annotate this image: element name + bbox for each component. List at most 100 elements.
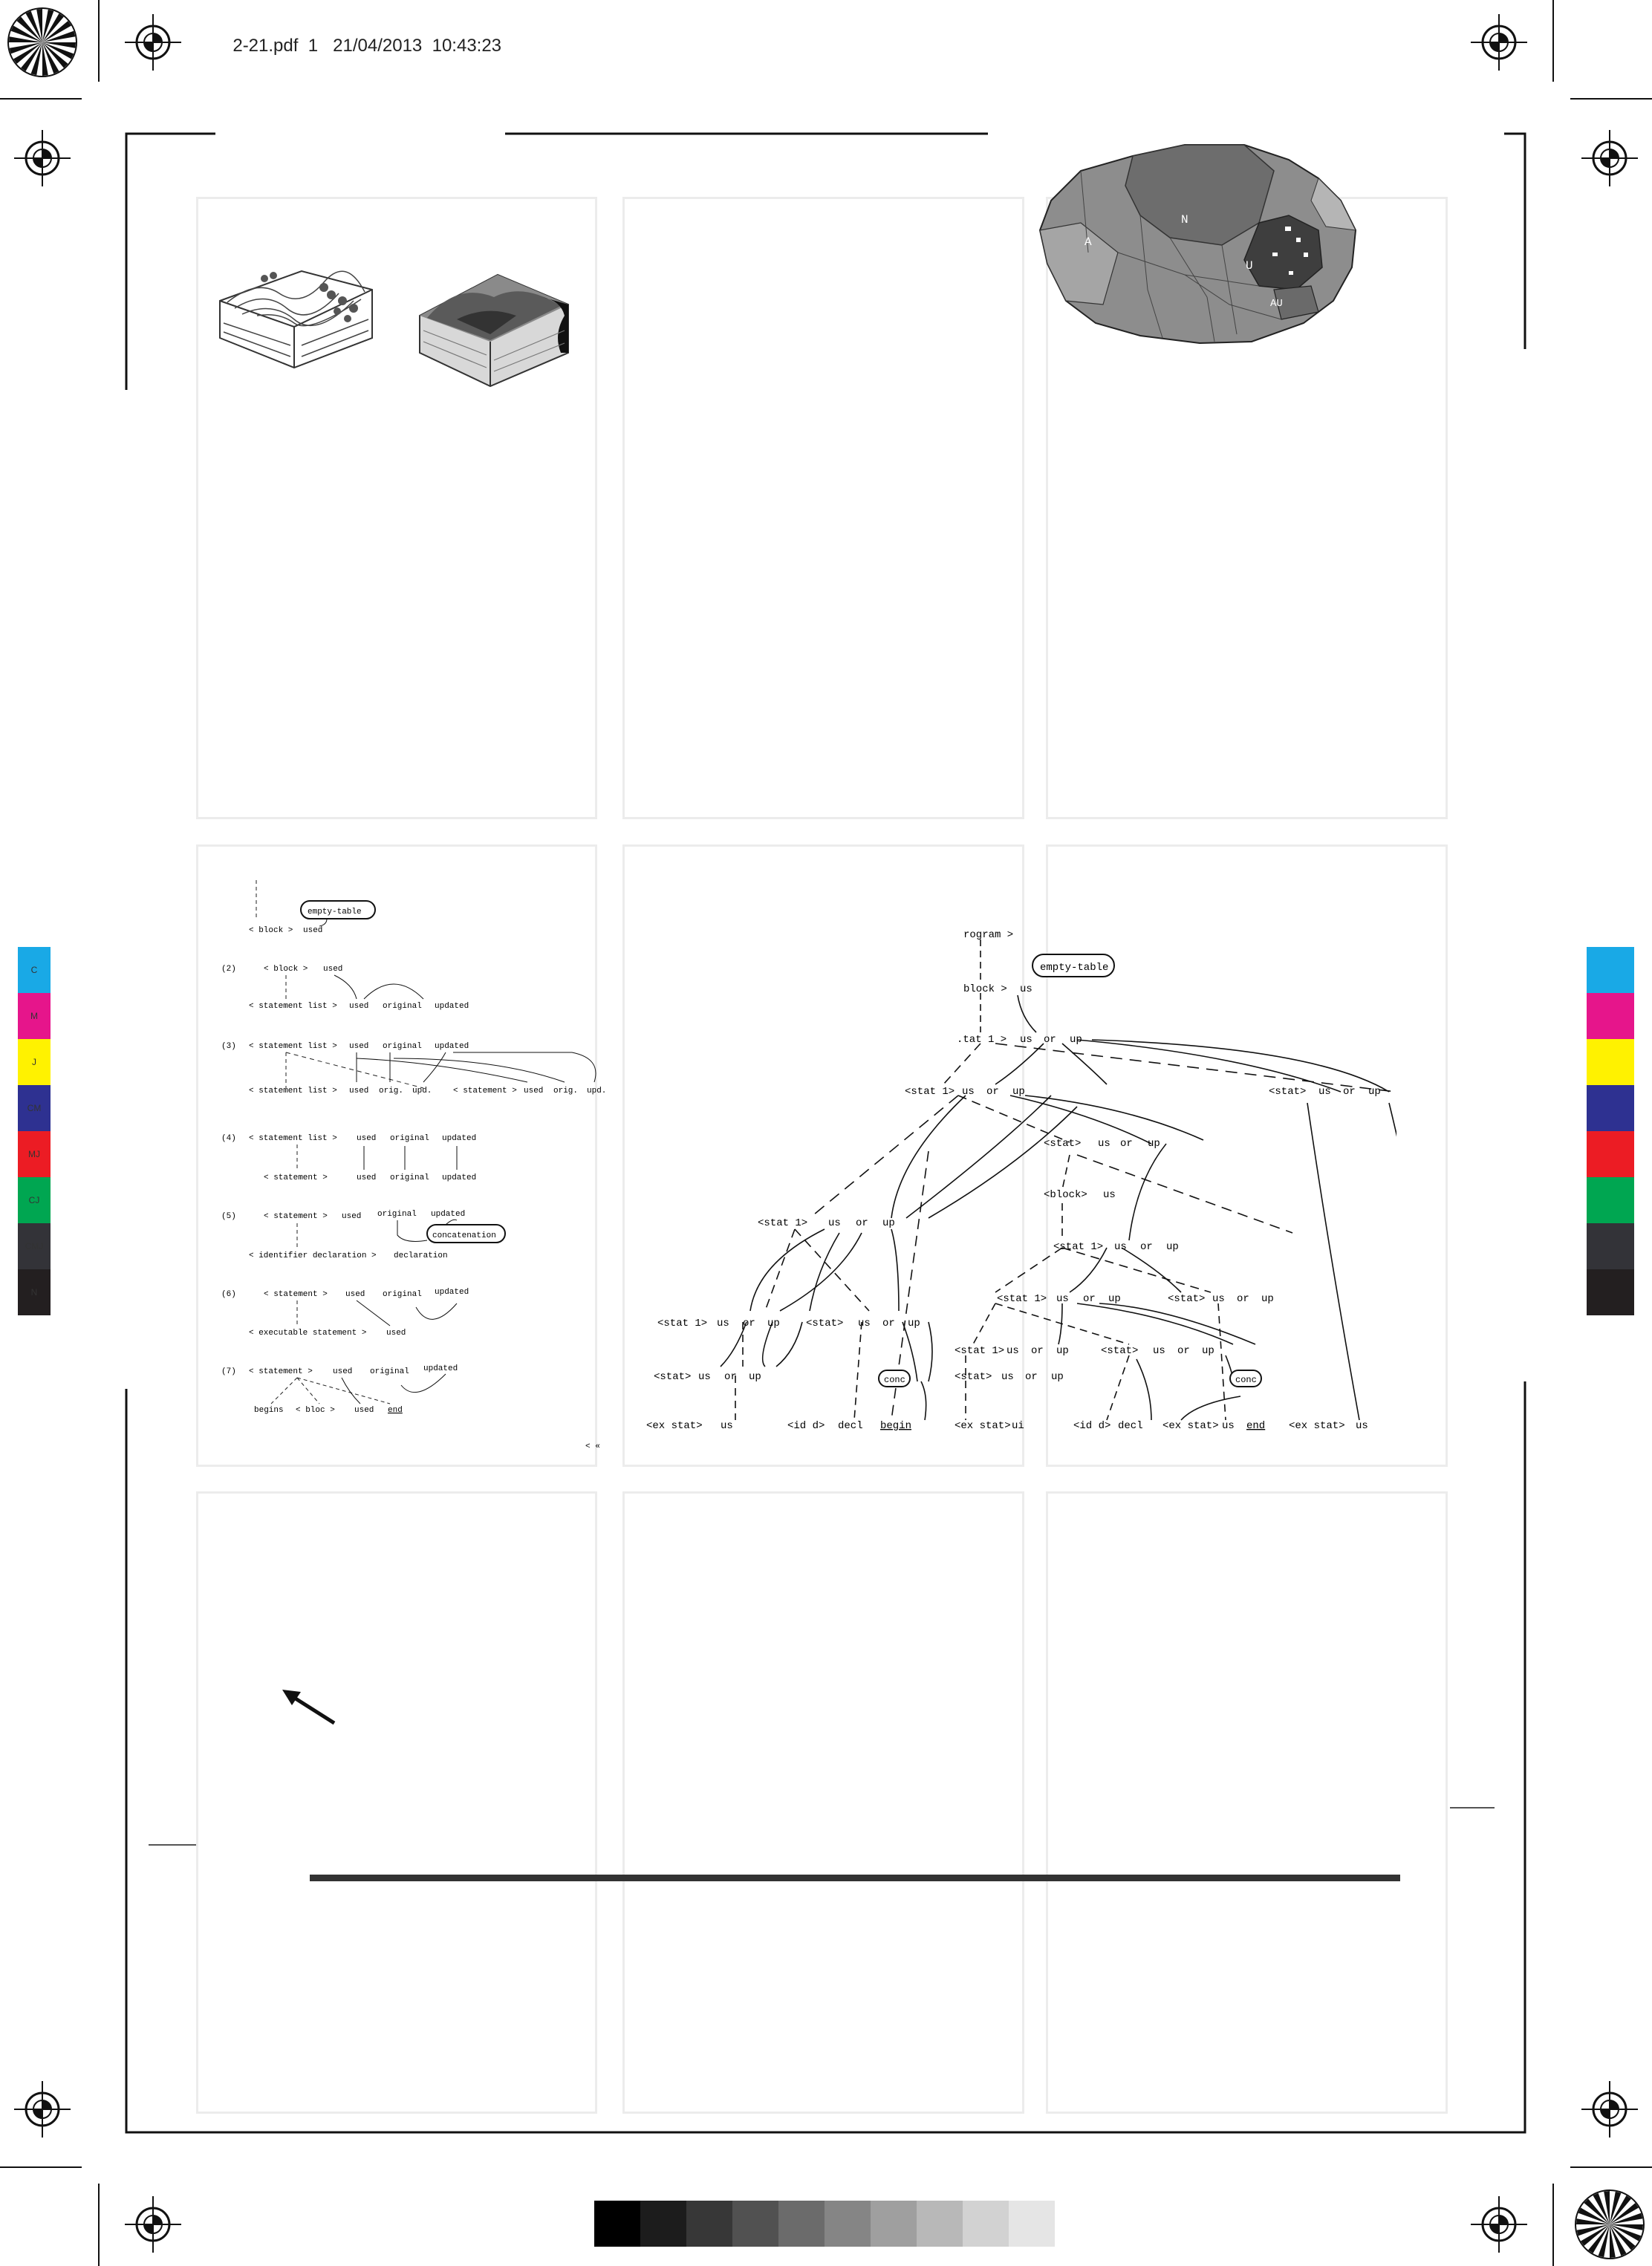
registration-mark: [1469, 2195, 1529, 2254]
starburst-ray: [9, 42, 42, 54]
tree-us: us: [1222, 1420, 1235, 1432]
box-concatenation: concatenation: [432, 1231, 496, 1240]
panel-7: [196, 1491, 597, 2114]
rule2-original: original: [383, 1002, 422, 1011]
tree-or: or: [1120, 1138, 1133, 1150]
registration-mark: [1580, 2080, 1639, 2139]
starburst-ray: [42, 30, 76, 42]
tree-or: or: [1025, 1371, 1038, 1383]
rule3-top: < statement list >: [249, 1042, 337, 1051]
tree-us: us: [1020, 1034, 1032, 1046]
color-swatch: J: [18, 1039, 51, 1085]
rule2-updated: updated: [435, 1002, 469, 1011]
rule4-b-original: original: [390, 1173, 429, 1182]
color-swatch: [1587, 1269, 1634, 1315]
tree-conc: conc: [1235, 1375, 1257, 1385]
starburst-ray: [10, 25, 42, 42]
gray-step: [594, 2201, 640, 2247]
tree-us: us: [1001, 1371, 1014, 1383]
tree-stat: <stat>: [1101, 1345, 1138, 1357]
starburst-ray: [42, 42, 76, 48]
rule6-b-used: used: [386, 1329, 406, 1338]
tree-stat1-root: .tat 1 >: [957, 1034, 1007, 1046]
rule1-lhs: < block >: [249, 926, 293, 935]
tree-up: up: [749, 1371, 761, 1383]
gray-step: [778, 2201, 825, 2247]
tree-ex-stat: <ex stat>: [646, 1420, 703, 1432]
tree-up: up: [908, 1318, 920, 1329]
starburst-ray: [42, 42, 59, 74]
tree-up: up: [1368, 1086, 1381, 1098]
tree-us: us: [1114, 1241, 1127, 1253]
rule7-original: original: [370, 1367, 409, 1376]
tree-or: or: [1031, 1345, 1044, 1357]
tree-up: up: [1166, 1241, 1179, 1253]
rule7-end: end: [388, 1406, 403, 1415]
tree-stat1: <stat 1>: [758, 1217, 807, 1229]
gray-step: [963, 2201, 1009, 2247]
tree-up: up: [1051, 1371, 1064, 1383]
rule4-b-updated: updated: [442, 1173, 476, 1182]
tree-up: up: [882, 1217, 895, 1229]
starburst-ray: [1593, 2192, 1610, 2224]
rule3-b-orig2: orig.: [553, 1087, 578, 1095]
rule1-used: used: [303, 926, 322, 935]
starburst-top-left: [7, 7, 77, 77]
rule4-b-used: used: [357, 1173, 376, 1182]
starburst-ray: [1610, 2224, 1627, 2256]
rule5-used: used: [342, 1212, 361, 1221]
rule3-b-statement: < statement >: [453, 1087, 517, 1095]
starburst-ray: [1576, 2224, 1610, 2236]
map-label-u: U: [1246, 259, 1253, 273]
tree-up: up: [1012, 1086, 1025, 1098]
rule4-used: used: [357, 1134, 376, 1143]
starburst-ray: [1584, 2198, 1610, 2224]
tree-us: us: [828, 1217, 841, 1229]
tree-begin: begin: [880, 1420, 911, 1432]
tree-us: us: [1020, 983, 1032, 995]
starburst-ray: [36, 9, 42, 42]
tree-stat1: <stat 1>: [1053, 1241, 1103, 1253]
rule5-bottom: < identifier declaration >: [249, 1251, 377, 1260]
starburst-ray: [42, 9, 54, 42]
rule3-b-used2: used: [524, 1087, 543, 1095]
tree-up: up: [1056, 1345, 1069, 1357]
tree-stat1: <stat 1>: [955, 1345, 1004, 1357]
gray-step: [871, 2201, 917, 2247]
color-swatch: [1587, 1223, 1634, 1269]
tree-program: rogram >: [963, 929, 1013, 941]
rule2-top-used: used: [323, 965, 342, 974]
rule-number: (4): [221, 1134, 236, 1143]
rule6-updated: updated: [435, 1288, 469, 1297]
registration-mark: [13, 2080, 72, 2139]
rule3-updated: updated: [435, 1042, 469, 1051]
color-swatch: N: [18, 1269, 51, 1315]
gray-step: [732, 2201, 778, 2247]
panel-5: [622, 844, 1024, 1467]
color-swatch: [1587, 1085, 1634, 1131]
rule6-used: used: [345, 1290, 365, 1299]
tree-stat: <stat>: [1044, 1138, 1081, 1150]
tree-or: or: [1140, 1241, 1153, 1253]
color-swatch: [1587, 1177, 1634, 1223]
tree-us: us: [1103, 1189, 1116, 1201]
starburst-ray: [1598, 2224, 1610, 2258]
starburst-ray: [1610, 2224, 1616, 2258]
rule3-bottom: < statement list >: [249, 1087, 337, 1095]
starburst-ray: [42, 21, 71, 42]
starburst-ray: [1576, 2218, 1610, 2224]
gray-step: [1009, 2201, 1055, 2247]
color-swatch: CM: [18, 1085, 51, 1131]
starburst-ray: [1610, 2195, 1631, 2224]
tree-us: us: [717, 1318, 729, 1329]
gray-step: [917, 2201, 963, 2247]
tree-us: us: [1356, 1420, 1368, 1432]
gray-step: [640, 2201, 686, 2247]
tree-or: or: [986, 1086, 999, 1098]
starburst-bottom-right: [1575, 2190, 1645, 2259]
panel-6: [1046, 844, 1448, 1467]
color-swatch: CMJ: [18, 1223, 51, 1269]
rule7-bloc: < bloc >: [296, 1406, 335, 1415]
rule6-bottom: < executable statement >: [249, 1329, 366, 1338]
